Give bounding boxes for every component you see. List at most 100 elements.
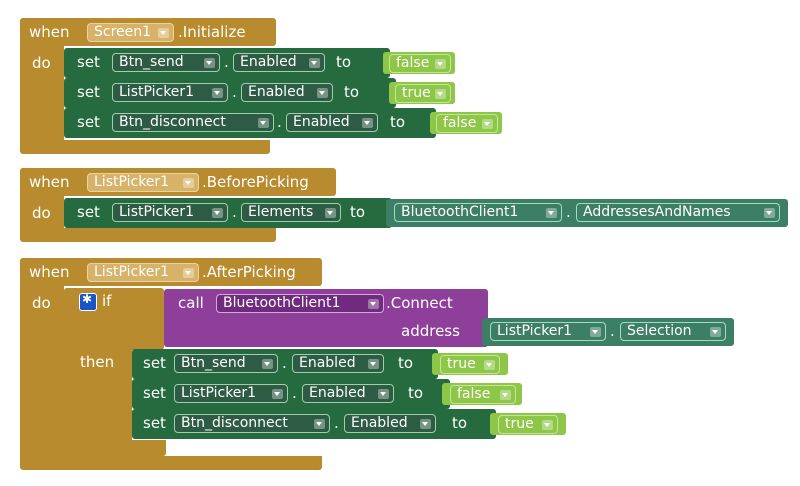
boolean-block[interactable]: true (389, 82, 455, 104)
property-dropdown[interactable]: Enabled (344, 414, 436, 433)
to-label: to (344, 83, 360, 101)
boolean-block[interactable]: false (383, 52, 455, 74)
chevron-down-icon (317, 88, 328, 98)
set-block[interactable]: set Btn_send . Enabled to (132, 349, 438, 379)
component-dropdown[interactable]: Btn_disconnect (174, 414, 330, 433)
chevron-down-icon (542, 420, 553, 430)
set-block[interactable]: set Btn_send . Enabled to (64, 48, 390, 78)
set-block[interactable]: set Btn_disconnect . Enabled to (64, 108, 436, 138)
chevron-down-icon (158, 28, 169, 38)
to-label: to (408, 384, 424, 402)
component-name: BluetoothClient1 (401, 204, 519, 220)
component-dropdown[interactable]: ListPicker1 (490, 322, 606, 341)
boolean-dropdown[interactable]: false (436, 114, 498, 133)
dot-label: . (334, 414, 339, 432)
then-label: then (80, 353, 115, 371)
dot-label: . (292, 384, 297, 402)
component-dropdown[interactable]: Btn_send (174, 354, 278, 373)
component-dropdown[interactable]: ListPicker1 (174, 384, 288, 403)
component-getter-block[interactable]: BluetoothClient1 . AddressesAndNames (386, 199, 788, 227)
property-name: Elements (248, 204, 314, 220)
chevron-down-icon (500, 390, 511, 400)
property-dropdown[interactable]: AddressesAndNames (576, 203, 780, 222)
property-name: Enabled (309, 385, 366, 401)
boolean-block[interactable]: false (442, 383, 522, 405)
boolean-value: false (457, 386, 491, 402)
component-dropdown[interactable]: ListPicker1 (87, 263, 199, 282)
component-dropdown[interactable]: BluetoothClient1 (216, 294, 384, 313)
set-block[interactable]: set ListPicker1 . Enabled to (64, 78, 396, 108)
component-getter-block[interactable]: ListPicker1 . Selection (482, 318, 734, 346)
chevron-down-icon (378, 389, 389, 399)
component-dropdown[interactable]: Btn_disconnect (112, 113, 274, 132)
chevron-down-icon (435, 89, 446, 99)
boolean-value: true (447, 356, 476, 372)
when-label: when (29, 173, 70, 191)
property-dropdown[interactable]: Enabled (286, 113, 378, 132)
set-label: set (77, 113, 100, 131)
when-label: when (29, 23, 70, 41)
property-dropdown[interactable]: Enabled (241, 83, 333, 102)
boolean-dropdown[interactable]: false (389, 54, 451, 73)
chevron-down-icon (314, 419, 325, 429)
property-dropdown[interactable]: Elements (241, 203, 341, 222)
set-label: set (143, 354, 166, 372)
set-block[interactable]: set Btn_disconnect . Enabled to (132, 409, 496, 439)
property-name: Enabled (299, 355, 356, 371)
event-left-bar (20, 18, 64, 146)
component-name: ListPicker1 (181, 385, 257, 401)
boolean-value: false (396, 55, 430, 71)
component-dropdown[interactable]: Btn_send (112, 53, 220, 72)
component-dropdown[interactable]: ListPicker1 (112, 203, 228, 222)
chevron-down-icon (212, 208, 223, 218)
dot-label: . (232, 203, 237, 221)
boolean-dropdown[interactable]: true (440, 355, 500, 374)
component-name: ListPicker1 (119, 204, 195, 220)
to-label: to (398, 354, 414, 372)
chevron-down-icon (183, 178, 194, 188)
chevron-down-icon (362, 118, 373, 128)
set-label: set (77, 53, 100, 71)
boolean-dropdown[interactable]: true (395, 84, 451, 103)
boolean-block[interactable]: true (432, 353, 508, 375)
when-label: when (29, 263, 70, 281)
component-dropdown[interactable]: Screen1 (87, 23, 174, 42)
component-dropdown[interactable]: ListPicker1 (112, 83, 228, 102)
argument-label: address (401, 322, 460, 340)
chevron-down-icon (764, 208, 775, 218)
boolean-dropdown[interactable]: true (498, 415, 558, 434)
component-name: Screen1 (94, 24, 152, 40)
chevron-down-icon (368, 299, 379, 309)
chevron-down-icon (262, 359, 273, 369)
event-handler-name: .Initialize (178, 23, 246, 41)
call-connect-block[interactable]: call BluetoothClient1 .Connect address (164, 289, 488, 347)
set-block[interactable]: set ListPicker1 . Elements to (64, 198, 392, 228)
event-footer (20, 456, 322, 470)
to-label: to (390, 113, 406, 131)
property-dropdown[interactable]: Enabled (302, 384, 394, 403)
boolean-value: false (443, 115, 477, 131)
boolean-block[interactable]: false (430, 112, 502, 134)
property-dropdown[interactable]: Enabled (292, 354, 384, 373)
boolean-dropdown[interactable]: false (450, 385, 516, 404)
do-label: do (32, 204, 51, 222)
chevron-down-icon (309, 58, 320, 68)
chevron-down-icon (204, 58, 215, 68)
chevron-down-icon (272, 389, 283, 399)
boolean-block[interactable]: true (490, 413, 566, 435)
property-dropdown[interactable]: Selection (620, 322, 726, 341)
chevron-down-icon (183, 268, 194, 278)
component-dropdown[interactable]: ListPicker1 (87, 173, 199, 192)
to-label: to (336, 53, 352, 71)
property-name: AddressesAndNames (583, 204, 731, 220)
gear-icon[interactable] (79, 292, 97, 311)
set-block[interactable]: set ListPicker1 . Enabled to (132, 379, 450, 409)
chevron-down-icon (435, 59, 446, 69)
component-name: BluetoothClient1 (223, 295, 341, 311)
component-dropdown[interactable]: BluetoothClient1 (394, 203, 562, 222)
chevron-down-icon (212, 88, 223, 98)
chevron-down-icon (590, 327, 601, 337)
property-name: Enabled (351, 415, 408, 431)
dot-label: . (224, 53, 229, 71)
property-dropdown[interactable]: Enabled (233, 53, 325, 72)
